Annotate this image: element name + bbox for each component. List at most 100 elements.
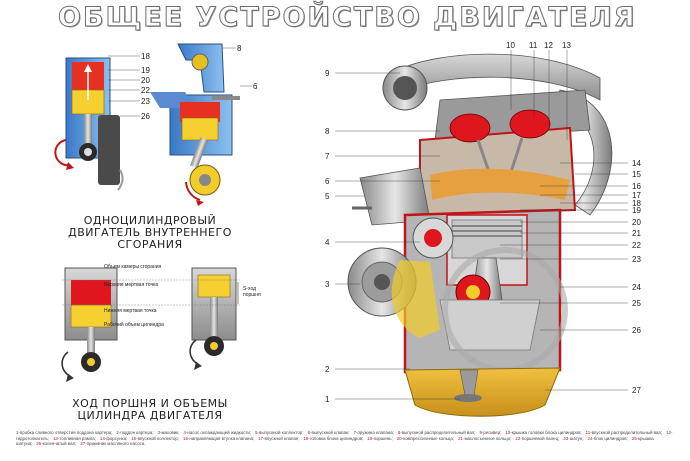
legend-number: 21- [458, 435, 465, 441]
legend-text: выпускной распределительный вал; [401, 430, 476, 435]
legend-text: поршневой палец; [521, 435, 560, 441]
callout-18: 18 [632, 199, 641, 208]
caption-single-line-3: СГОРАНИЯ [117, 238, 183, 251]
legend-number: 4- [183, 430, 188, 435]
legend-text: шатун; [569, 435, 584, 441]
legend-text: направляющая втулка клапана; [189, 435, 255, 441]
legend-number: 1- [16, 430, 20, 435]
legend-text: поддон картера; [120, 430, 154, 435]
legend-item: 15-впускной коллектор; [131, 436, 181, 441]
legend-text: маховик; [161, 430, 180, 435]
legend-item: 10-крышка головки блока цилиндров; [505, 430, 583, 435]
legend-number: 13- [52, 435, 60, 441]
callout-5: 5 [325, 192, 330, 201]
caption-single-line-1: ОДНОЦИЛИНДРОВЫЙ [83, 214, 217, 227]
caption-single-cylinder: ОДНОЦИЛИНДРОВЫЙ ДВИГАТЕЛЬ ВНУТРЕННЕГО СГ… [40, 215, 260, 251]
legend-number: 3- [157, 430, 162, 435]
callout-23: 23 [632, 255, 641, 264]
poster-title: ОБЩЕЕ УСТРОЙСТВО ДВИГАТЕЛЯ [58, 2, 637, 34]
callout-19: 19 [632, 206, 641, 215]
legend-item: 18-головка блока цилиндров; [303, 436, 365, 441]
main-left-callouts: 9 8 7 6 5 4 3 2 1 [325, 69, 460, 404]
legend-number: 23- [563, 435, 570, 441]
callout-13: 13 [562, 41, 571, 50]
caption-single-line-2: ДВИГАТЕЛЬ ВНУТРЕННЕГО [68, 226, 232, 239]
legend-text: блок цилиндров; [593, 435, 628, 441]
callout-22: 22 [141, 86, 150, 95]
legend-item: 27-приемник масляного насоса. [80, 441, 147, 446]
legend-number: 20- [396, 435, 404, 441]
label-chamber-volume: Объем камеры сгорания [104, 264, 161, 270]
callout-9: 9 [325, 69, 330, 78]
callout-18: 18 [141, 52, 150, 61]
callout-6-small: 6 [253, 82, 258, 91]
main-right-callouts: 14 15 16 17 18 19 20 21 22 23 24 25 26 2… [500, 159, 641, 395]
legend-number: 22- [515, 435, 522, 441]
legend-number: 18- [303, 435, 310, 441]
legend-number: 10- [505, 430, 512, 435]
legend-item: 13-топливная рампа; [53, 436, 98, 441]
legend-item: 24-блок цилиндров; [588, 436, 630, 441]
main-engine-cutaway [347, 53, 613, 417]
legend-text: головка блока цилиндров; [309, 435, 364, 441]
legend-number: 9- [479, 430, 484, 435]
callout-17: 17 [632, 191, 641, 200]
legend-number: 6- [307, 430, 312, 435]
callout-8-small: 8 [237, 44, 242, 53]
left-figure-callouts: 18 19 20 22 23 26 8 6 [108, 44, 258, 121]
legend-item: 19-поршень; [367, 436, 395, 441]
legend-number: 26- [36, 441, 43, 447]
legend-text: приемник масляного насоса. [86, 441, 146, 447]
legend-item: 2-поддон картера; [116, 430, 155, 435]
legend-text: форсунка; [106, 435, 128, 441]
callout-15: 15 [632, 170, 641, 179]
legend-text: крышка шатуна; [16, 435, 654, 447]
callout-7: 7 [325, 152, 330, 161]
label-tdc: Верхняя мертвая точка [104, 282, 158, 288]
legend-text: крышка головки блока цилиндров; [511, 430, 582, 435]
legend-number: 2- [116, 430, 121, 435]
legend-item: 7-пружина клапана; [354, 430, 396, 435]
callout-24: 24 [632, 283, 641, 292]
callout-2: 2 [325, 365, 330, 374]
callout-26: 26 [141, 112, 150, 121]
legend-text: впускной коллектор; [137, 435, 180, 441]
legend-text: пробка сливного отверстия поддона картер… [19, 430, 113, 435]
legend-item: 17-впускной клапан; [258, 436, 301, 441]
legend-text: выпускной коллектор; [258, 430, 304, 435]
callout-11: 11 [529, 41, 538, 50]
callout-14: 14 [632, 159, 641, 168]
legend-item: 21-маслосъемное кольцо; [458, 436, 513, 441]
single-cylinder-engine-figure [54, 43, 240, 206]
legend-text: пружина клапана; [357, 430, 394, 435]
legend-text: поршень; [373, 435, 393, 441]
legend-item: 20-компрессионные кольца; [397, 436, 456, 441]
legend-number: 24- [587, 435, 594, 441]
callout-6: 6 [325, 177, 330, 186]
legend-item: 9-ресивер; [479, 430, 503, 435]
callout-3: 3 [325, 280, 330, 289]
label-stroke-b: поршня [243, 292, 261, 298]
callout-1: 1 [325, 395, 330, 404]
caption-stroke-line-1: ХОД ПОРШНЯ И ОБЪЕМЫ [72, 397, 228, 410]
callout-12: 12 [544, 41, 553, 50]
callout-10: 10 [506, 41, 515, 50]
legend-number: 8- [397, 430, 402, 435]
legend-number: 25- [631, 435, 639, 441]
legend-number: 27- [80, 441, 87, 447]
main-top-callouts: 10 11 12 13 [506, 41, 571, 140]
legend-item: 26-коленчатый вал; [36, 441, 78, 446]
legend-item: 1-пробка сливного отверстия поддона карт… [16, 430, 114, 435]
label-bdc: Нижняя мертвая точка [104, 308, 157, 314]
callout-20: 20 [632, 218, 641, 227]
callout-23: 23 [141, 97, 150, 106]
legend-item: 12-гидротолкатель; [16, 430, 673, 441]
legend-item: 3-маховик; [158, 430, 182, 435]
legend-item: 8-выпускной распределительный вал; [398, 430, 478, 435]
legend-item: 23-шатун; [563, 436, 585, 441]
legend-text: топливная рампа; [59, 435, 96, 441]
legend-text: коленчатый вал; [42, 441, 77, 447]
legend-number: 15- [131, 435, 138, 441]
label-working-volume: Рабочий объем цилиндра [104, 321, 164, 328]
